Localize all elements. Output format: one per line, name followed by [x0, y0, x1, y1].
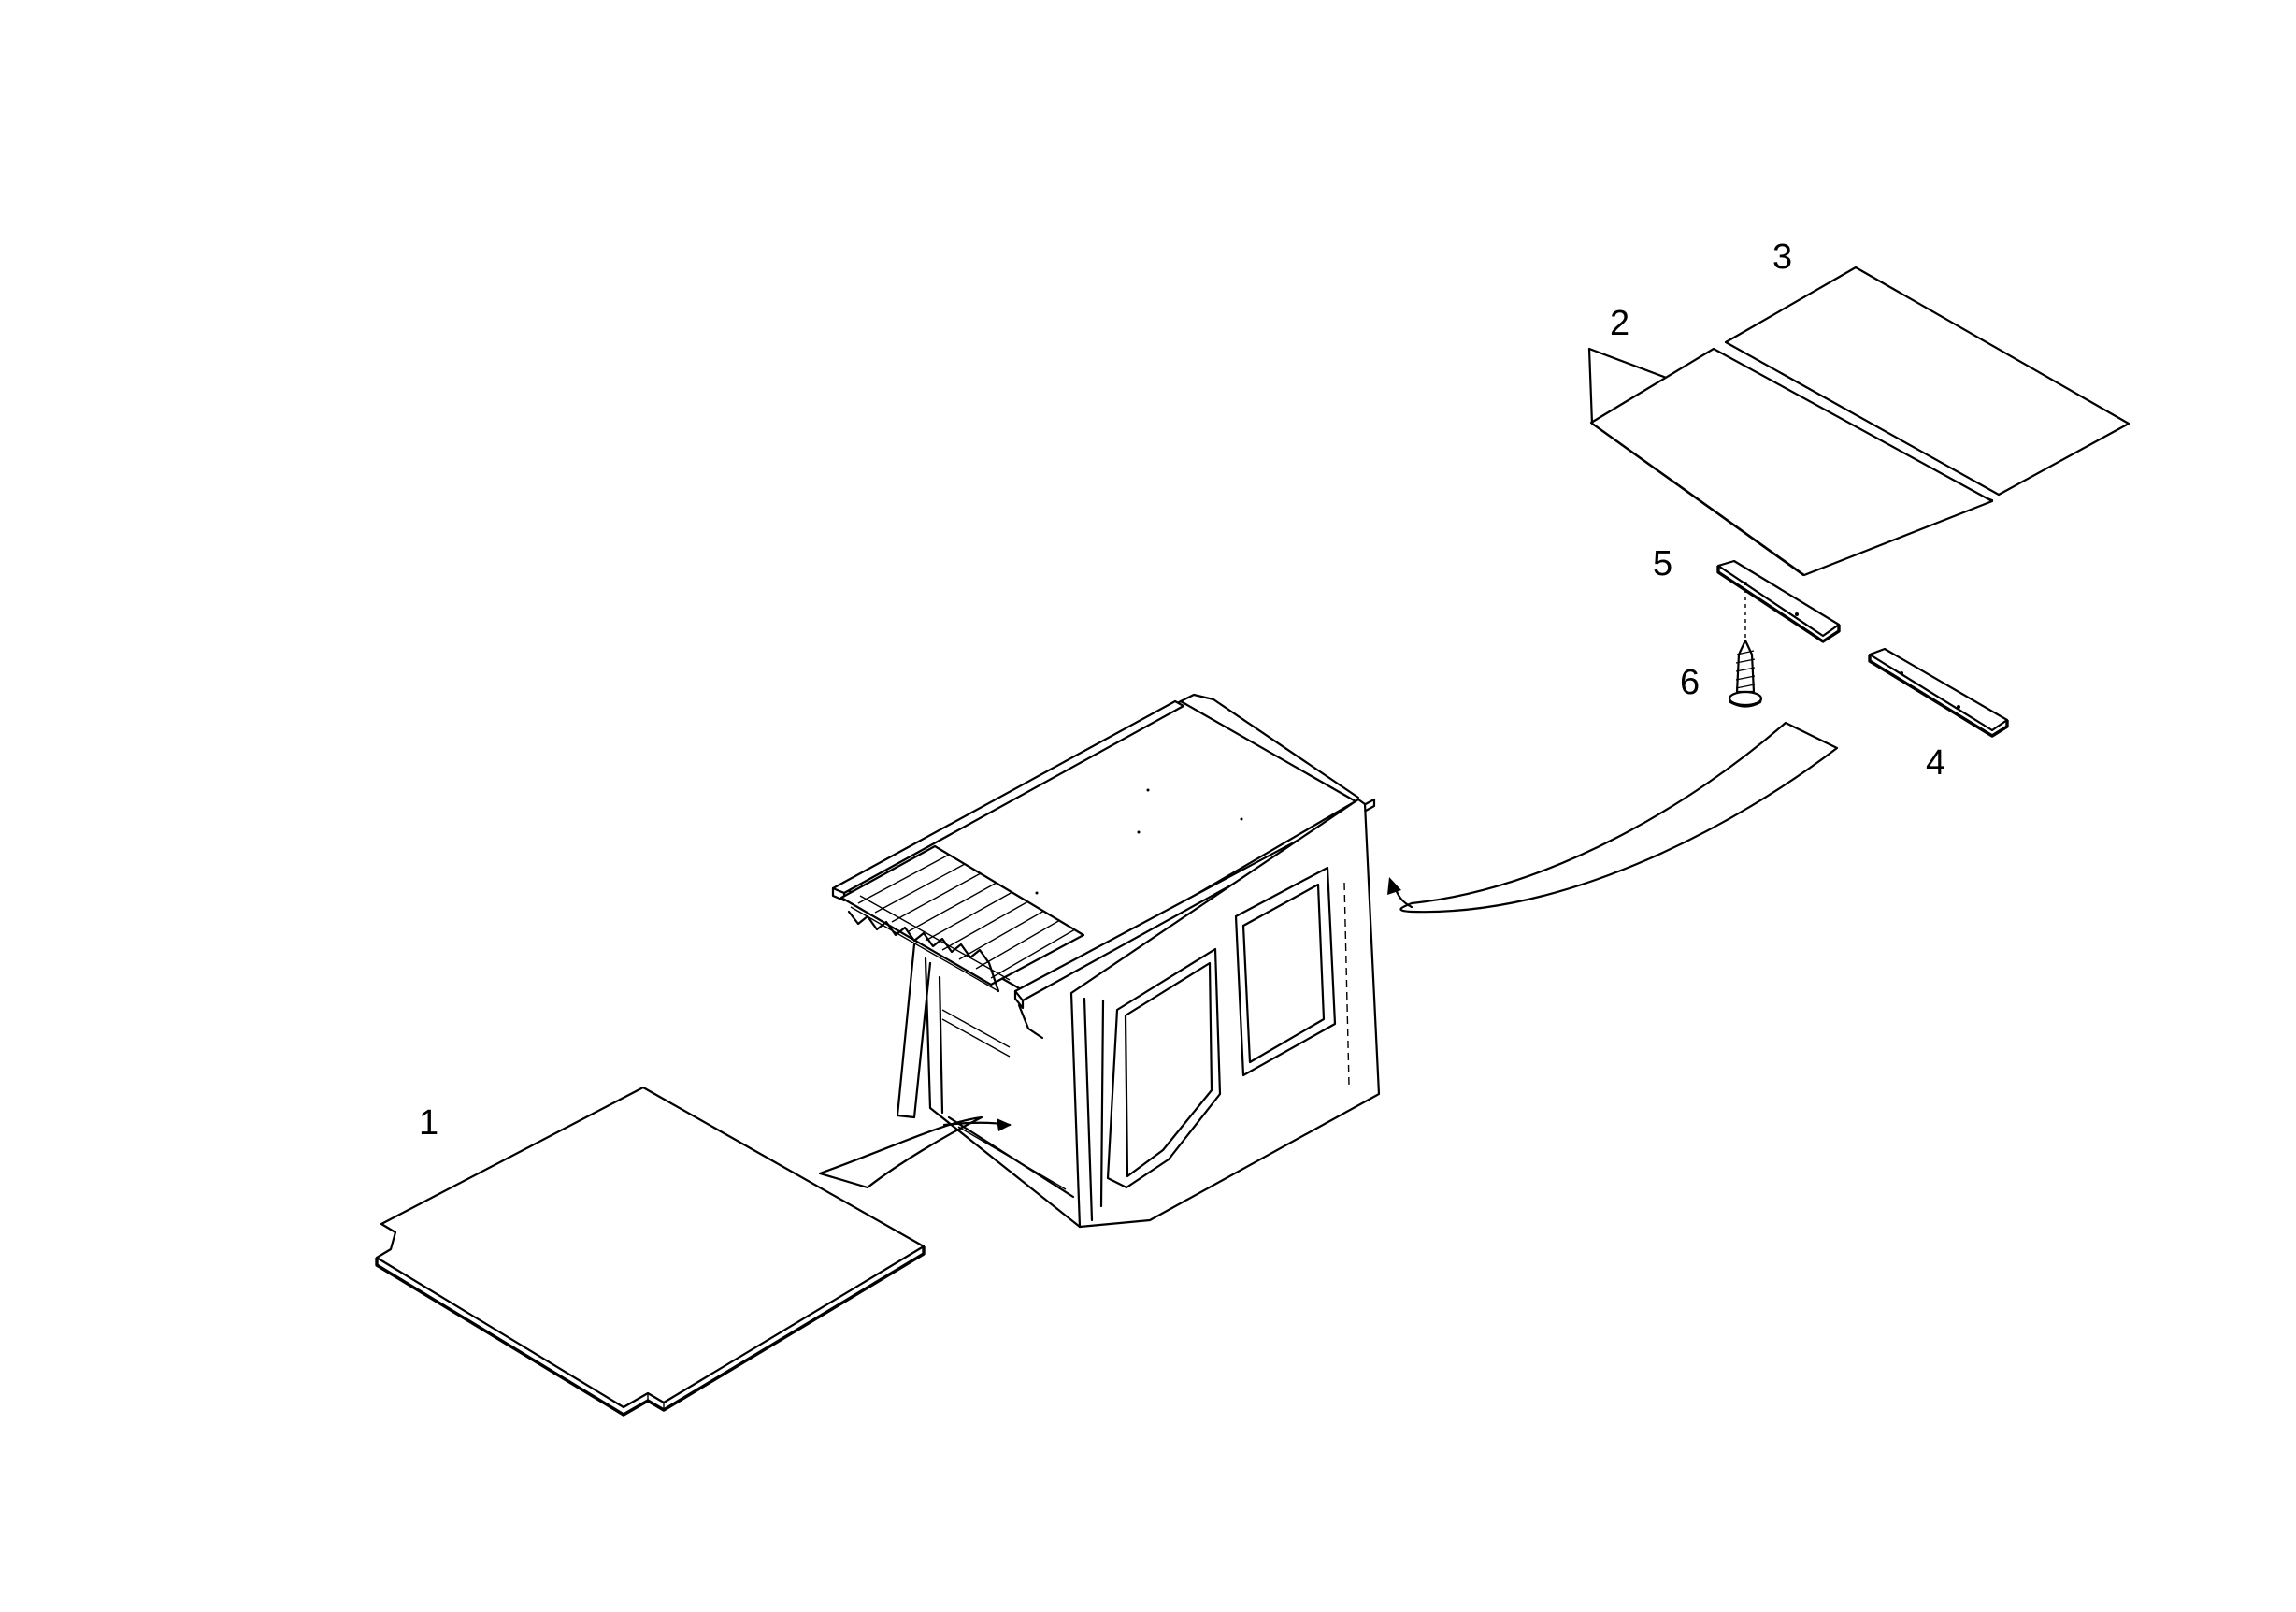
part-6-screw: [1728, 639, 1763, 708]
part-5-strip: [1716, 559, 1841, 643]
callout-2: 2: [1610, 304, 1629, 343]
speck: [1146, 788, 1150, 792]
cab-frame: [831, 693, 1381, 1229]
callout-3: 3: [1772, 237, 1792, 277]
speck: [1137, 830, 1141, 834]
part-1-floor-mat: [375, 1086, 926, 1417]
speck: [1035, 891, 1039, 895]
roof-grille: [839, 844, 1085, 993]
arrow-roof-parts: [1387, 721, 1839, 914]
part-3-roof-panel: [1724, 266, 2131, 497]
callout-1: 1: [419, 1103, 438, 1143]
part-2-roof-panel: [1587, 347, 1994, 577]
callout-5: 5: [1653, 544, 1672, 583]
callout-6: 6: [1680, 663, 1700, 702]
speck: [1240, 817, 1243, 821]
callout-4: 4: [1926, 743, 1945, 783]
part-4-strip: [1868, 647, 2009, 738]
arrow-floor-mat: [818, 1115, 1012, 1189]
